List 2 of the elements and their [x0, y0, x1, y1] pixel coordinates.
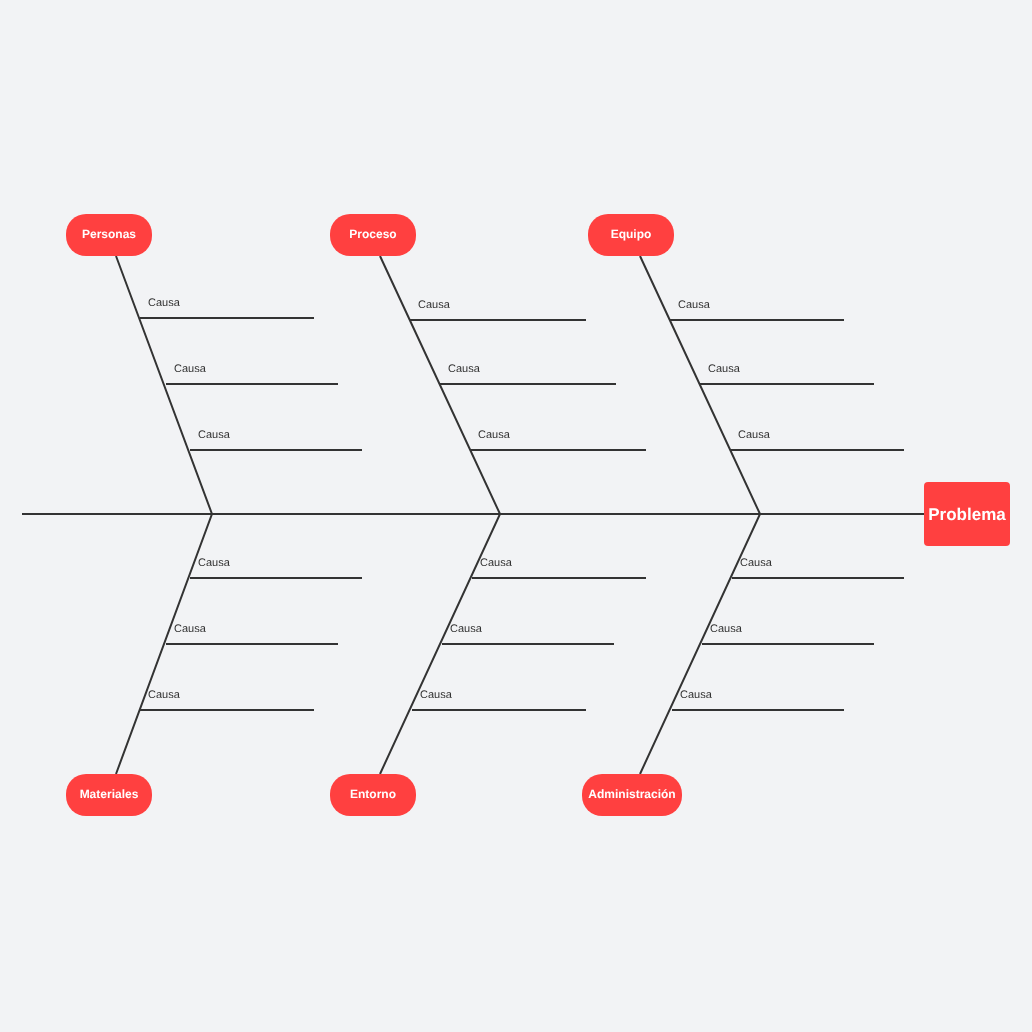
fishbone-branch [639, 513, 925, 775]
problem-box: Problema [924, 482, 1010, 546]
